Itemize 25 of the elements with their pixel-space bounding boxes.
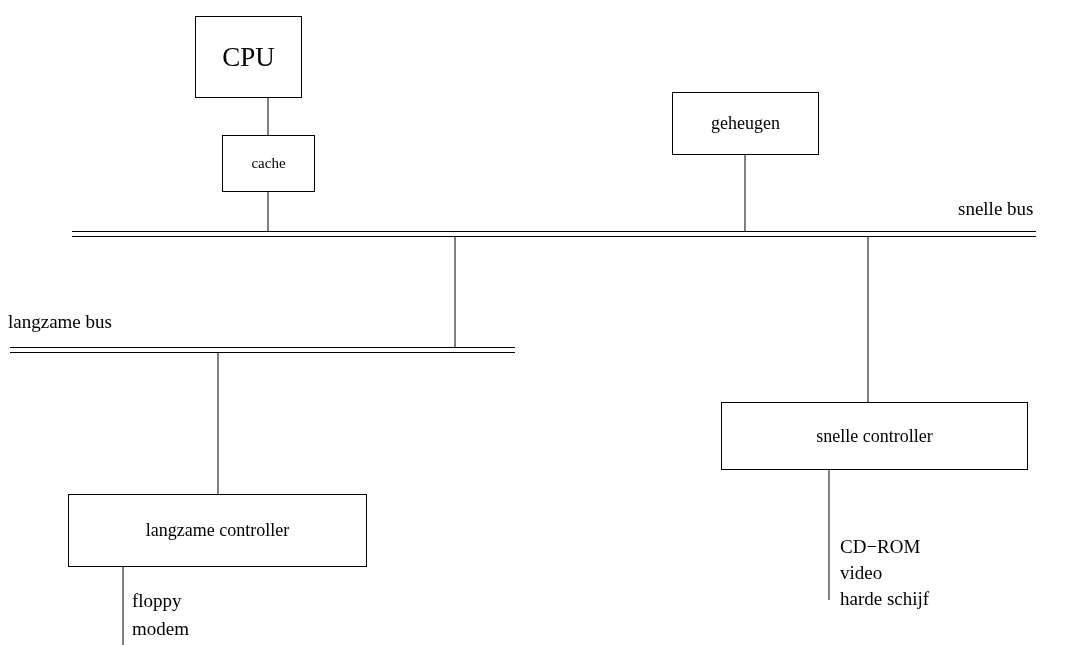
cache-box: [222, 135, 315, 192]
connector-line: [267, 97, 269, 136]
connector-line: [744, 154, 746, 232]
connector-line: [867, 236, 869, 403]
device-label: modem: [132, 618, 189, 640]
memory-box: [672, 92, 819, 155]
bus-label: langzame bus: [8, 311, 112, 333]
controller-box: [68, 494, 367, 567]
device-label: video: [840, 562, 883, 584]
device-label: floppy: [132, 590, 182, 612]
connector-line: [267, 191, 269, 232]
node-label: geheugen: [711, 113, 780, 134]
connector-line: [217, 352, 219, 495]
node-label: snelle controller: [816, 425, 933, 447]
node-label: langzame controller: [145, 520, 290, 541]
bus-line: [72, 231, 1036, 237]
device-label: CD−ROM: [840, 536, 921, 558]
device-label: harde schijf: [840, 588, 930, 610]
bus-line: [10, 347, 515, 353]
bus-label: snelle bus: [958, 198, 1034, 220]
connector-line: [454, 236, 456, 348]
node-label: cache: [251, 155, 286, 172]
cpu-box: [195, 16, 302, 98]
controller-box: [721, 402, 1028, 470]
node-label: CPU: [222, 41, 275, 73]
